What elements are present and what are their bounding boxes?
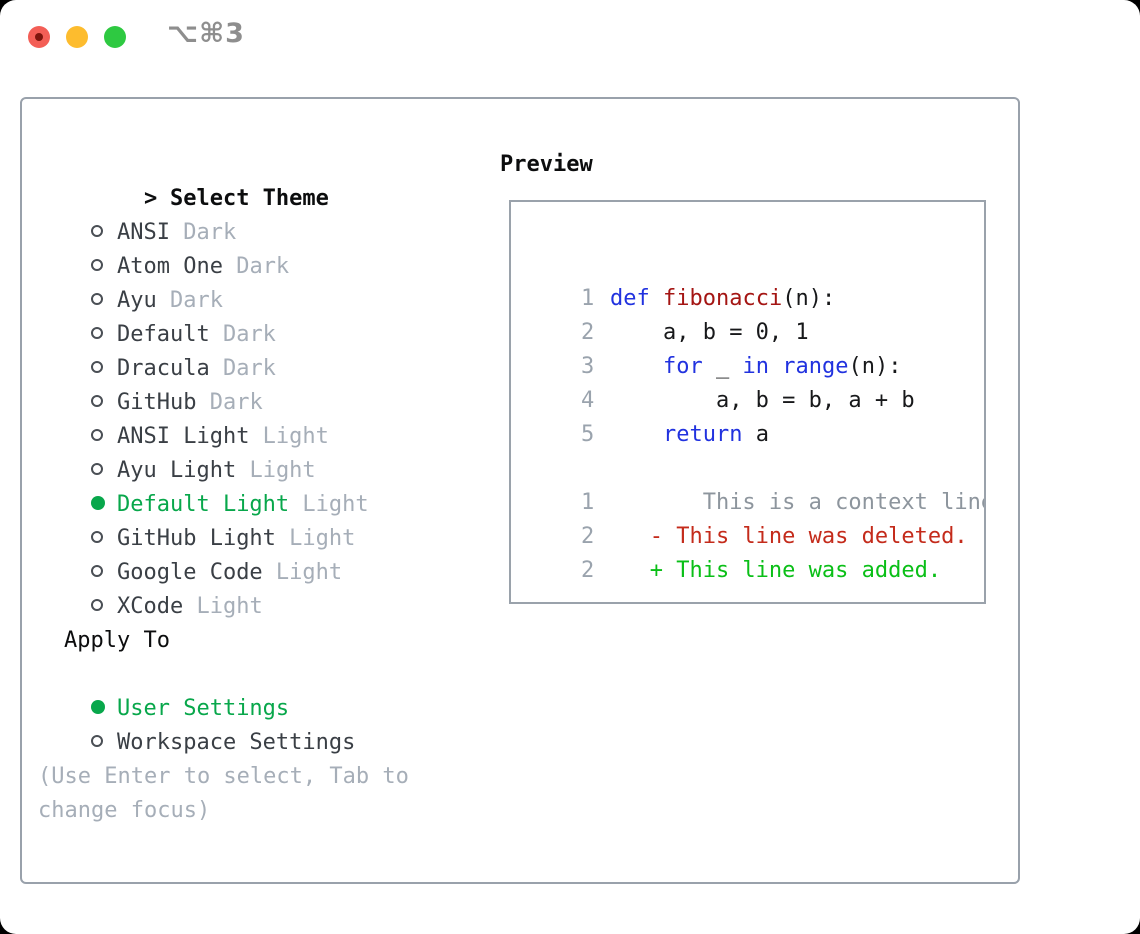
theme-variant: Dark	[169, 220, 237, 245]
theme-name: Default	[116, 322, 210, 347]
theme-list-item[interactable]: GitHub Light Light	[38, 488, 369, 551]
code-line: 3 for _ in range(n):	[528, 316, 984, 379]
theme-name: Ayu	[116, 288, 157, 313]
hotkey-window-label: ⌥⌘3	[167, 18, 245, 49]
code-line: 1 This is a context line.	[528, 452, 984, 515]
theme-list-item[interactable]: XCode Light	[38, 556, 369, 619]
theme-variant: Dark	[156, 288, 223, 313]
theme-name: Default Light	[116, 492, 290, 517]
radio-icon	[90, 454, 117, 488]
theme-variant: Light	[275, 526, 356, 551]
apply-to-option[interactable]: User Settings	[38, 658, 355, 721]
theme-list-item[interactable]: Ayu Light Light	[38, 420, 369, 483]
radio-icon	[90, 692, 117, 726]
theme-name: Google Code	[116, 560, 263, 585]
radio-icon	[90, 250, 117, 284]
theme-variant: Light	[262, 560, 343, 585]
radio-icon	[90, 420, 117, 454]
code-text: + This line was added.	[609, 558, 942, 583]
radio-icon	[90, 590, 117, 624]
code-text: return a	[662, 422, 769, 447]
line-number: 1	[580, 490, 595, 515]
code-line: 2 + This line was added.	[528, 520, 984, 583]
preview-title: Preview	[500, 152, 593, 177]
line-number: 2	[580, 320, 595, 345]
close-dot-icon	[35, 33, 43, 41]
radio-icon	[90, 352, 117, 386]
theme-list-title-label: Select Theme	[169, 186, 329, 211]
theme-list-item[interactable]: ANSI Light Light	[38, 386, 369, 449]
apply-to-option[interactable]: Workspace Settings	[38, 692, 355, 755]
traffic-lights	[28, 26, 126, 48]
radio-icon	[90, 488, 117, 522]
theme-name: ANSI Light	[116, 424, 250, 449]
theme-variant: Light	[183, 594, 263, 619]
theme-list-item[interactable]: GitHub Dark	[38, 352, 369, 415]
radio-icon	[90, 726, 117, 760]
theme-variant: Dark	[196, 390, 263, 415]
theme-variant: Dark	[209, 322, 276, 347]
code-text: a, b = b, a + b	[609, 388, 915, 413]
code-line: 4 a, b = b, a + b	[528, 350, 984, 413]
theme-list-item[interactable]: Google Code Light	[38, 522, 369, 585]
code-line: 2 a, b = 0, 1	[528, 282, 984, 345]
line-number: 3	[580, 354, 595, 379]
theme-list-item[interactable]: Atom One Dark	[38, 216, 369, 279]
radio-icon	[90, 318, 117, 352]
line-number: 4	[580, 388, 595, 413]
code-text: def fibonacci(n):	[609, 286, 836, 311]
apply-to-section: Apply To User Settings Workspace Setting…	[38, 624, 355, 755]
zoom-button[interactable]	[104, 26, 126, 48]
theme-name: Ayu Light	[116, 458, 237, 483]
line-number: 2	[580, 524, 595, 549]
theme-variant: Dark	[222, 254, 290, 279]
theme-variant: Dark	[209, 356, 276, 381]
line-number: 5	[580, 422, 595, 447]
theme-name: GitHub Light	[116, 526, 276, 551]
radio-icon	[90, 522, 117, 556]
close-button[interactable]	[28, 26, 50, 48]
radio-icon	[90, 284, 117, 318]
theme-list-item[interactable]: ANSI Dark	[38, 182, 369, 245]
theme-name: XCode	[116, 594, 184, 619]
theme-name: ANSI	[116, 220, 170, 245]
theme-name: Atom One	[116, 254, 223, 279]
radio-icon	[90, 556, 117, 590]
code-text: a, b = 0, 1	[609, 320, 809, 345]
theme-name: Workspace Settings	[116, 730, 356, 755]
theme-variant: Light	[236, 458, 316, 483]
line-number: 1	[580, 286, 595, 311]
theme-list-item[interactable]: Ayu Dark	[38, 250, 369, 313]
theme-picker-panel: > Select Theme ANSI Dark Atom One Dark Ay…	[20, 97, 1020, 884]
theme-list-item[interactable]: Default Light Light	[38, 454, 369, 517]
theme-list-item[interactable]: Dracula Dark	[38, 318, 369, 381]
theme-variant: Light	[249, 424, 329, 449]
focus-caret-icon: >	[143, 186, 158, 211]
theme-name: GitHub	[116, 390, 197, 415]
help-text: (Use Enter to select, Tab to change focu…	[38, 764, 409, 823]
apply-to-title: Apply To	[64, 628, 170, 653]
theme-name: User Settings	[116, 696, 290, 721]
theme-name: Dracula	[116, 356, 210, 381]
code-line: 1 def fibonacci(n):	[528, 248, 984, 311]
code-text: for _ in range(n):	[662, 354, 902, 379]
theme-variant: Light	[289, 492, 369, 517]
minimize-button[interactable]	[66, 26, 88, 48]
radio-icon	[90, 386, 117, 420]
code-text: - This line was deleted.	[609, 524, 968, 549]
radio-icon	[90, 216, 117, 250]
theme-list-item[interactable]: Default Dark	[38, 284, 369, 347]
preview-code-box: 1 def fibonacci(n): 2 a, b = 0, 1 3 for _…	[509, 200, 986, 604]
titlebar: ⌥⌘3	[0, 0, 1140, 75]
code-line: 5 return a	[528, 384, 984, 447]
code-text: This is a context line.	[609, 490, 986, 515]
code-line: 2 - This line was deleted.	[528, 486, 984, 549]
theme-list: > Select Theme ANSI Dark Atom One Dark Ay…	[38, 148, 369, 619]
theme-list-title: > Select Theme	[38, 148, 369, 211]
line-number: 2	[580, 558, 595, 583]
